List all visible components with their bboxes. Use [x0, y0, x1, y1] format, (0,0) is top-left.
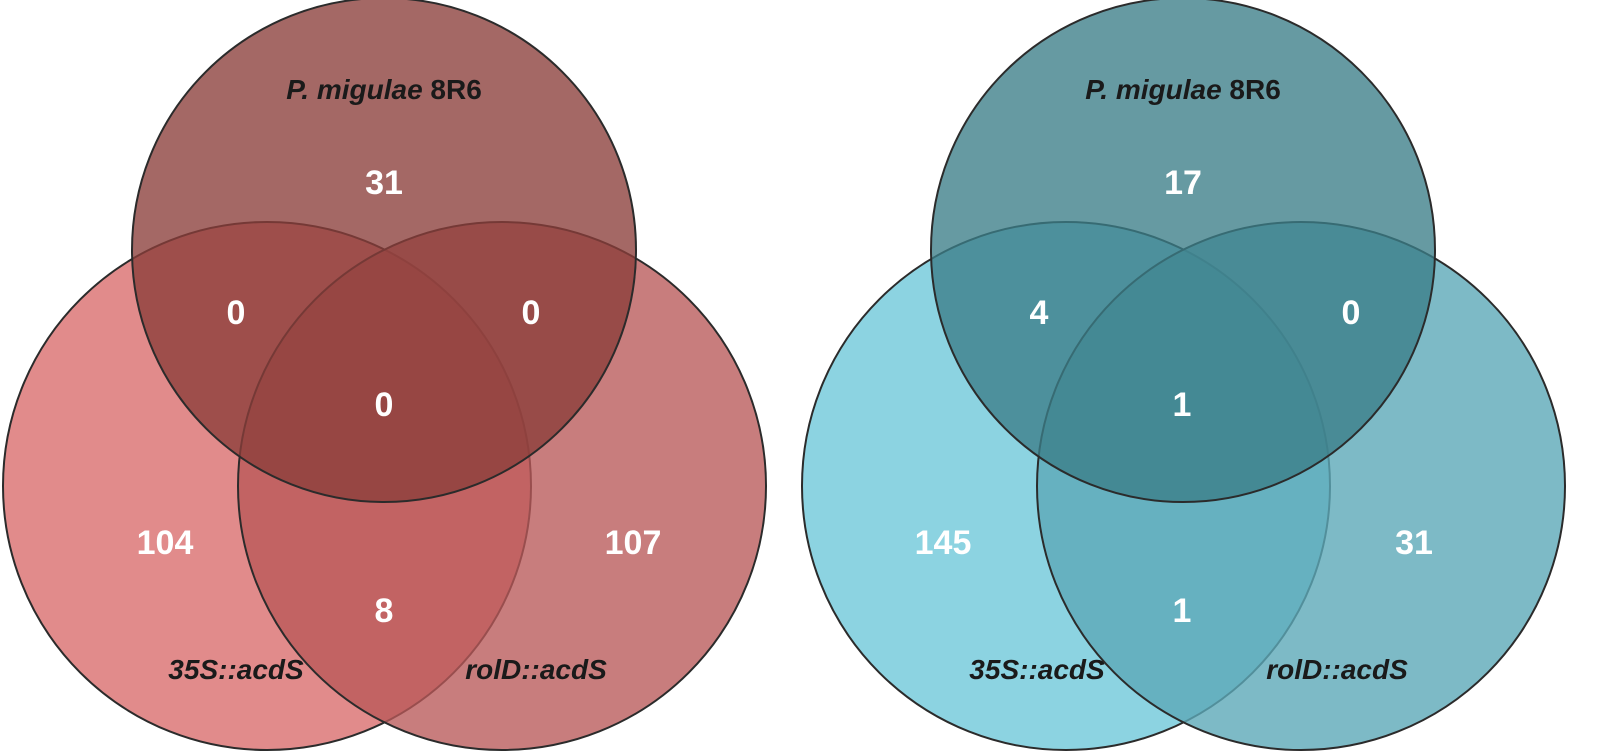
count-top-only: 17 — [1164, 164, 1202, 202]
set-label-p-migulae: P. migulae 8R6 — [1085, 74, 1281, 105]
count-left-only: 104 — [137, 524, 194, 562]
count-all-three: 0 — [375, 386, 394, 424]
venn-diagram-right: P. migulae 8R6 35S::acdS rolD::acdS 17 4… — [801, 0, 1566, 751]
set-label-rold-acds: rolD::acdS — [1266, 654, 1408, 685]
count-top-only: 31 — [365, 164, 403, 202]
count-top-left: 0 — [227, 294, 246, 332]
set-label-p-migulae: P. migulae 8R6 — [286, 74, 482, 105]
set-label-35s-acds: 35S::acdS — [168, 654, 304, 685]
set-circle-p-migulae — [930, 0, 1436, 503]
count-left-right: 8 — [375, 592, 394, 630]
set-circle-p-migulae — [131, 0, 637, 503]
count-right-only: 107 — [605, 524, 662, 562]
set-label-35s-acds: 35S::acdS — [969, 654, 1105, 685]
count-top-right: 0 — [522, 294, 541, 332]
count-all-three: 1 — [1173, 386, 1192, 424]
set-label-rold-acds: rolD::acdS — [465, 654, 607, 685]
count-left-only: 145 — [915, 524, 972, 562]
count-left-right: 1 — [1173, 592, 1192, 630]
count-top-left: 4 — [1030, 294, 1049, 332]
count-right-only: 31 — [1395, 524, 1433, 562]
venn-diagram-left: P. migulae 8R6 35S::acdS rolD::acdS 31 0… — [2, 0, 767, 751]
count-top-right: 0 — [1342, 294, 1361, 332]
